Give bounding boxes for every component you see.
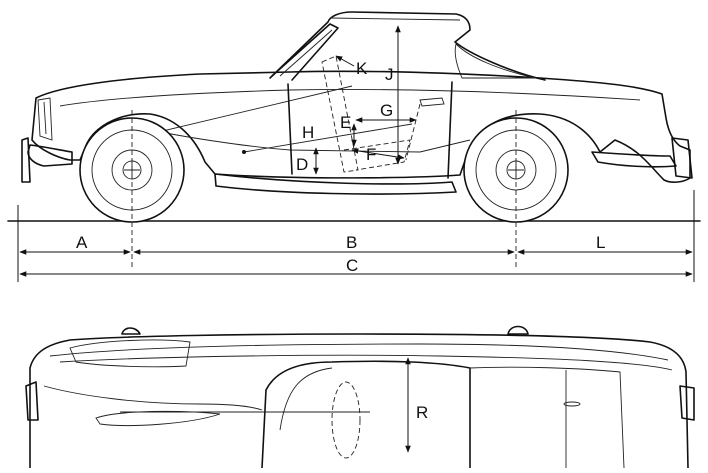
- label-f: F: [366, 145, 376, 164]
- rear-overrider: [671, 137, 693, 179]
- front-wing-line: [43, 385, 263, 411]
- hardtop-rear-window: [454, 43, 536, 79]
- windscreen-glass: [279, 29, 333, 77]
- body-lower-line: [149, 129, 471, 153]
- hardtop-roof: [269, 11, 546, 81]
- dim-f-line: [351, 148, 405, 160]
- top-rail-line: [49, 343, 669, 361]
- door-sill: [214, 173, 457, 195]
- car-body-outline: [31, 70, 691, 183]
- right-mirror: [507, 325, 529, 335]
- label-j: J: [385, 65, 394, 84]
- front-bumper: [27, 144, 73, 167]
- rear-bumper: [591, 151, 677, 168]
- top-view: R: [25, 325, 695, 469]
- label-k: K: [356, 59, 368, 78]
- door-outline: [287, 81, 453, 179]
- h-line: [243, 123, 413, 153]
- top-rear-bumper: [679, 385, 695, 421]
- door-rear-edge: [405, 103, 421, 161]
- hardtop-trim: [329, 17, 461, 21]
- label-r: R: [416, 403, 428, 422]
- bonnet-center-form: [95, 410, 221, 426]
- label-c: C: [346, 256, 358, 275]
- rear-deck: [469, 366, 625, 469]
- top-rail-line-2: [59, 354, 673, 371]
- top-front-bumper: [25, 381, 39, 421]
- label-h: H: [302, 123, 314, 142]
- steering-column: [149, 85, 353, 135]
- label-d: D: [296, 155, 308, 174]
- steering-wheel-plan: [331, 381, 361, 459]
- front-overrider: [21, 137, 31, 183]
- label-a: A: [76, 233, 88, 252]
- side-view: A B L C J G E H F D K: [7, 11, 701, 282]
- h-endpoint: [242, 150, 246, 154]
- dim-k-leader: [335, 55, 355, 67]
- top-body-outline: [29, 333, 689, 469]
- left-mirror: [121, 327, 141, 335]
- top-windscreen: [279, 367, 333, 431]
- seat-cushion: [343, 139, 411, 171]
- top-cockpit: [261, 360, 471, 469]
- trunk-handle: [563, 401, 581, 407]
- bonnet-bulge: [69, 339, 191, 368]
- label-b: B: [346, 233, 357, 252]
- label-l: L: [596, 233, 605, 252]
- door-handle: [419, 97, 445, 107]
- windscreen-frame: [271, 23, 339, 81]
- body-swage-line: [59, 89, 641, 107]
- front-grille: [37, 97, 53, 141]
- label-e: E: [340, 113, 351, 132]
- label-g: G: [380, 101, 393, 120]
